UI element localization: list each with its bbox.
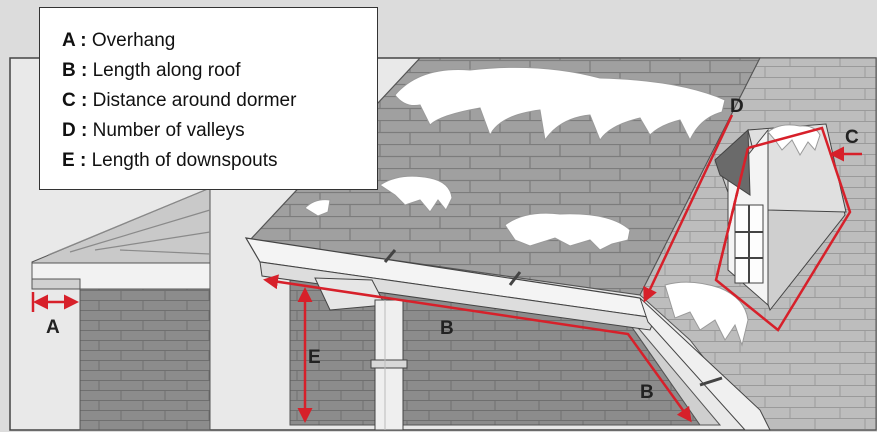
- legend-text: Overhang: [91, 30, 176, 51]
- legend-key: B :: [62, 60, 88, 81]
- legend-key: E :: [62, 150, 87, 171]
- legend-item-length-of-downspouts: E : Length of downspouts: [62, 146, 377, 176]
- legend-box: A : Overhang B : Length along roof C : D…: [39, 7, 378, 190]
- legend-text: Length along roof: [92, 60, 241, 81]
- label-c: C: [845, 127, 859, 148]
- legend-item-number-of-valleys: D : Number of valleys: [62, 116, 377, 146]
- legend-item-distance-around-dormer: C : Distance around dormer: [62, 86, 377, 116]
- legend-key: D :: [62, 120, 88, 141]
- legend-text: Distance around dormer: [92, 90, 297, 111]
- legend-item-length-along-roof: B : Length along roof: [62, 56, 377, 86]
- legend-text: Number of valleys: [92, 120, 245, 141]
- label-a: A: [46, 317, 60, 338]
- label-d: D: [730, 96, 744, 117]
- measurement-lines: [31, 114, 862, 423]
- legend-item-overhang: A : Overhang: [62, 26, 377, 56]
- label-e: E: [308, 347, 321, 368]
- legend-text: Length of downspouts: [91, 150, 278, 171]
- label-b-side: B: [640, 382, 654, 403]
- roof-length-line: [263, 274, 692, 423]
- legend-key: A :: [62, 30, 87, 51]
- label-b-front: B: [440, 318, 454, 339]
- valley-line: [643, 114, 734, 303]
- left-house-wall: [79, 287, 211, 431]
- left-house: [31, 187, 211, 431]
- dormer-perimeter-line: [714, 126, 852, 332]
- legend-key: C :: [62, 90, 88, 111]
